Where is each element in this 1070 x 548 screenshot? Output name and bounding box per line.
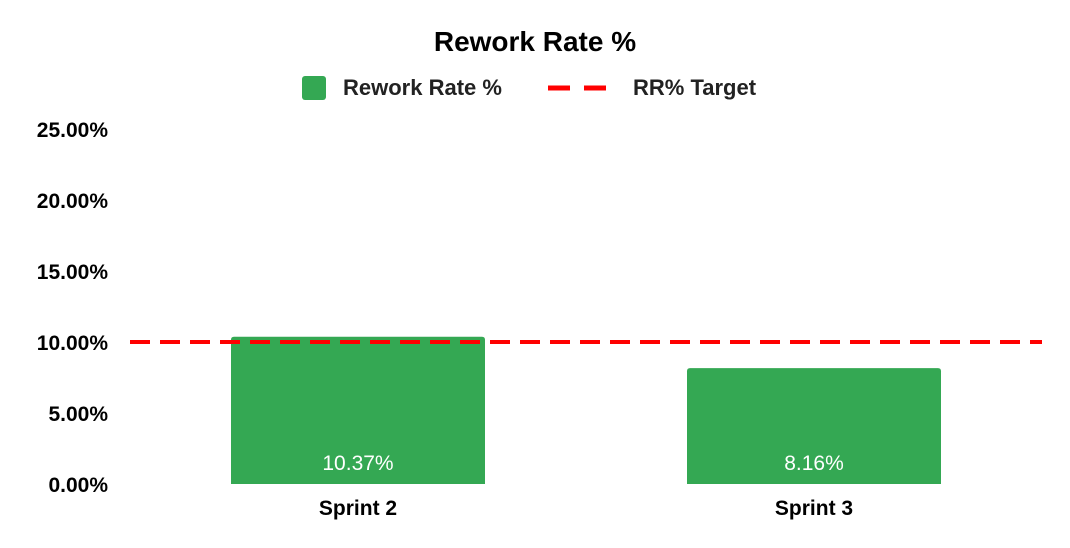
x-axis: Sprint 2 Sprint 3 bbox=[319, 497, 853, 520]
y-tick-label: 0.00% bbox=[48, 474, 108, 497]
y-tick-label: 25.00% bbox=[37, 119, 109, 142]
legend-swatch-rework-rate bbox=[302, 76, 326, 100]
x-tick-label: Sprint 3 bbox=[775, 497, 853, 520]
bars: 10.37% 8.16% bbox=[231, 336, 941, 484]
y-tick-label: 5.00% bbox=[48, 403, 108, 426]
y-tick-label: 20.00% bbox=[37, 190, 109, 213]
chart-title: Rework Rate % bbox=[434, 26, 636, 57]
bar bbox=[687, 368, 941, 484]
legend-label-target: RR% Target bbox=[633, 75, 757, 100]
legend: Rework Rate % RR% Target bbox=[302, 75, 757, 100]
bar-data-label: 10.37% bbox=[322, 452, 393, 475]
y-tick-label: 10.00% bbox=[37, 332, 109, 355]
legend-label-rework-rate: Rework Rate % bbox=[343, 75, 502, 100]
x-tick-label: Sprint 2 bbox=[319, 497, 397, 520]
bar-data-label: 8.16% bbox=[784, 452, 844, 475]
bar bbox=[231, 336, 485, 484]
y-axis: 0.00% 5.00% 10.00% 15.00% 20.00% 25.00% bbox=[37, 119, 109, 497]
y-tick-label: 15.00% bbox=[37, 261, 109, 284]
